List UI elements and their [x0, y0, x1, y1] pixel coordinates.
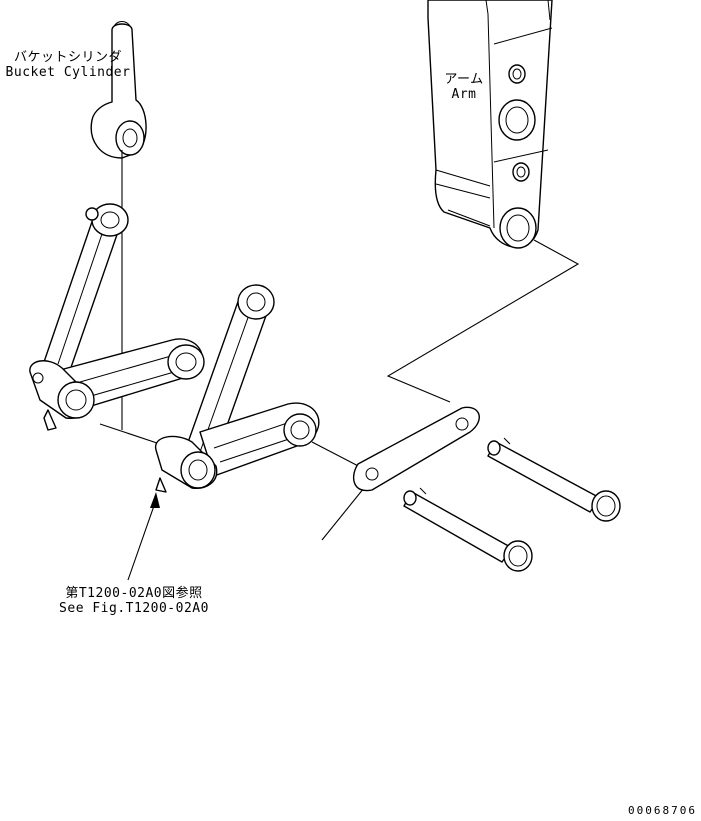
link-plate [352, 406, 480, 492]
arm-label-en: Arm [451, 87, 477, 102]
see-figure-label-jp: 第T1200-02A0図参照 [65, 586, 203, 601]
reference-arrow [127, 492, 160, 581]
bucket-link-left [29, 203, 205, 431]
see-figure-label-en: See Fig.T1200-02A0 [59, 601, 209, 616]
arm-end [427, 0, 553, 249]
arm-label: アーム Arm [436, 72, 492, 102]
bucket-cylinder-label: バケットシリンダ Bucket Cylinder [0, 50, 136, 80]
bucket-cylinder-label-jp: バケットシリンダ [13, 50, 122, 65]
bucket-cylinder-rod-end [90, 21, 147, 159]
see-figure-label: 第T1200-02A0図参照 See Fig.T1200-02A0 [46, 586, 222, 616]
pin-upper [487, 437, 621, 522]
pin-reference-lines [99, 150, 580, 541]
bucket-link-center [155, 284, 320, 493]
arm-label-jp: アーム [444, 72, 484, 87]
serial-number: 00068706 [628, 804, 697, 817]
pin-lower [403, 487, 533, 572]
bucket-cylinder-label-en: Bucket Cylinder [5, 65, 131, 80]
